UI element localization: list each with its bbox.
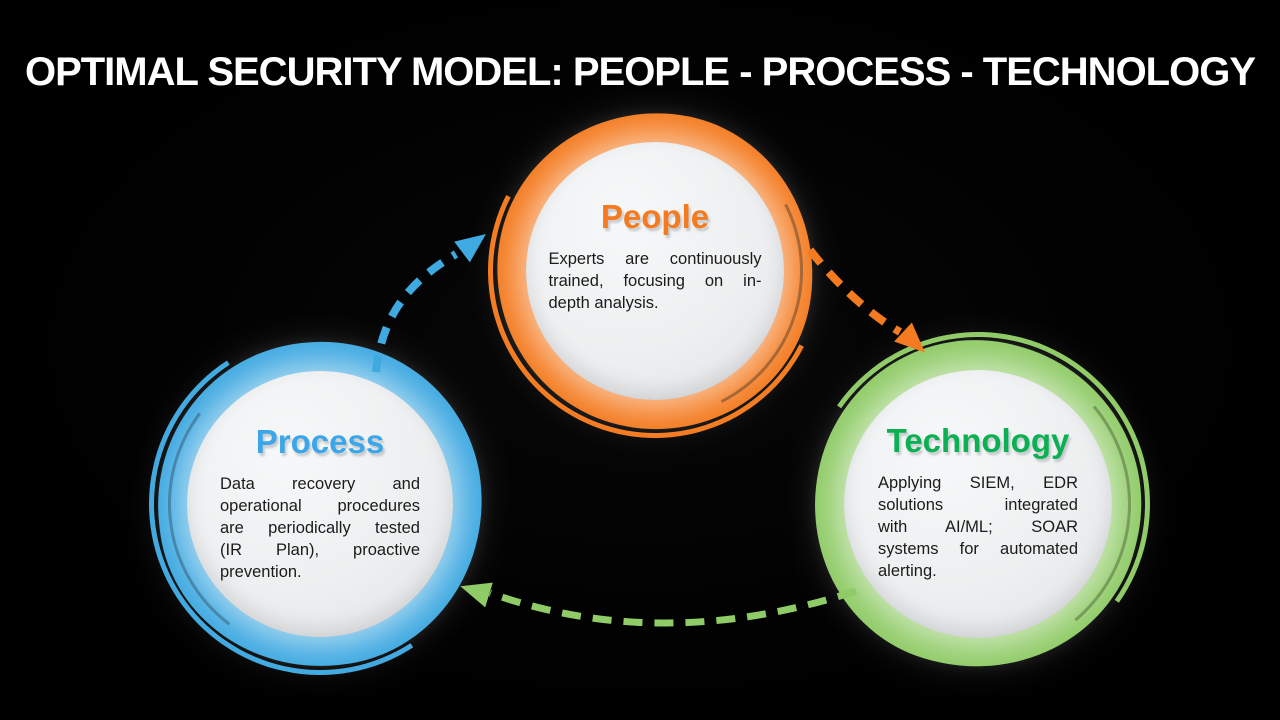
arrow-technology-to-process-line — [488, 587, 858, 627]
technology-title: Technology — [886, 422, 1070, 459]
people-title: People — [600, 198, 710, 235]
slide-title: OPTIMAL SECURITY MODEL: PEOPLE - PROCESS… — [24, 50, 1256, 94]
arrow-technology-to-process — [460, 582, 858, 627]
process-title: Process — [255, 423, 385, 460]
arrow-people-to-technology-line — [806, 247, 902, 336]
